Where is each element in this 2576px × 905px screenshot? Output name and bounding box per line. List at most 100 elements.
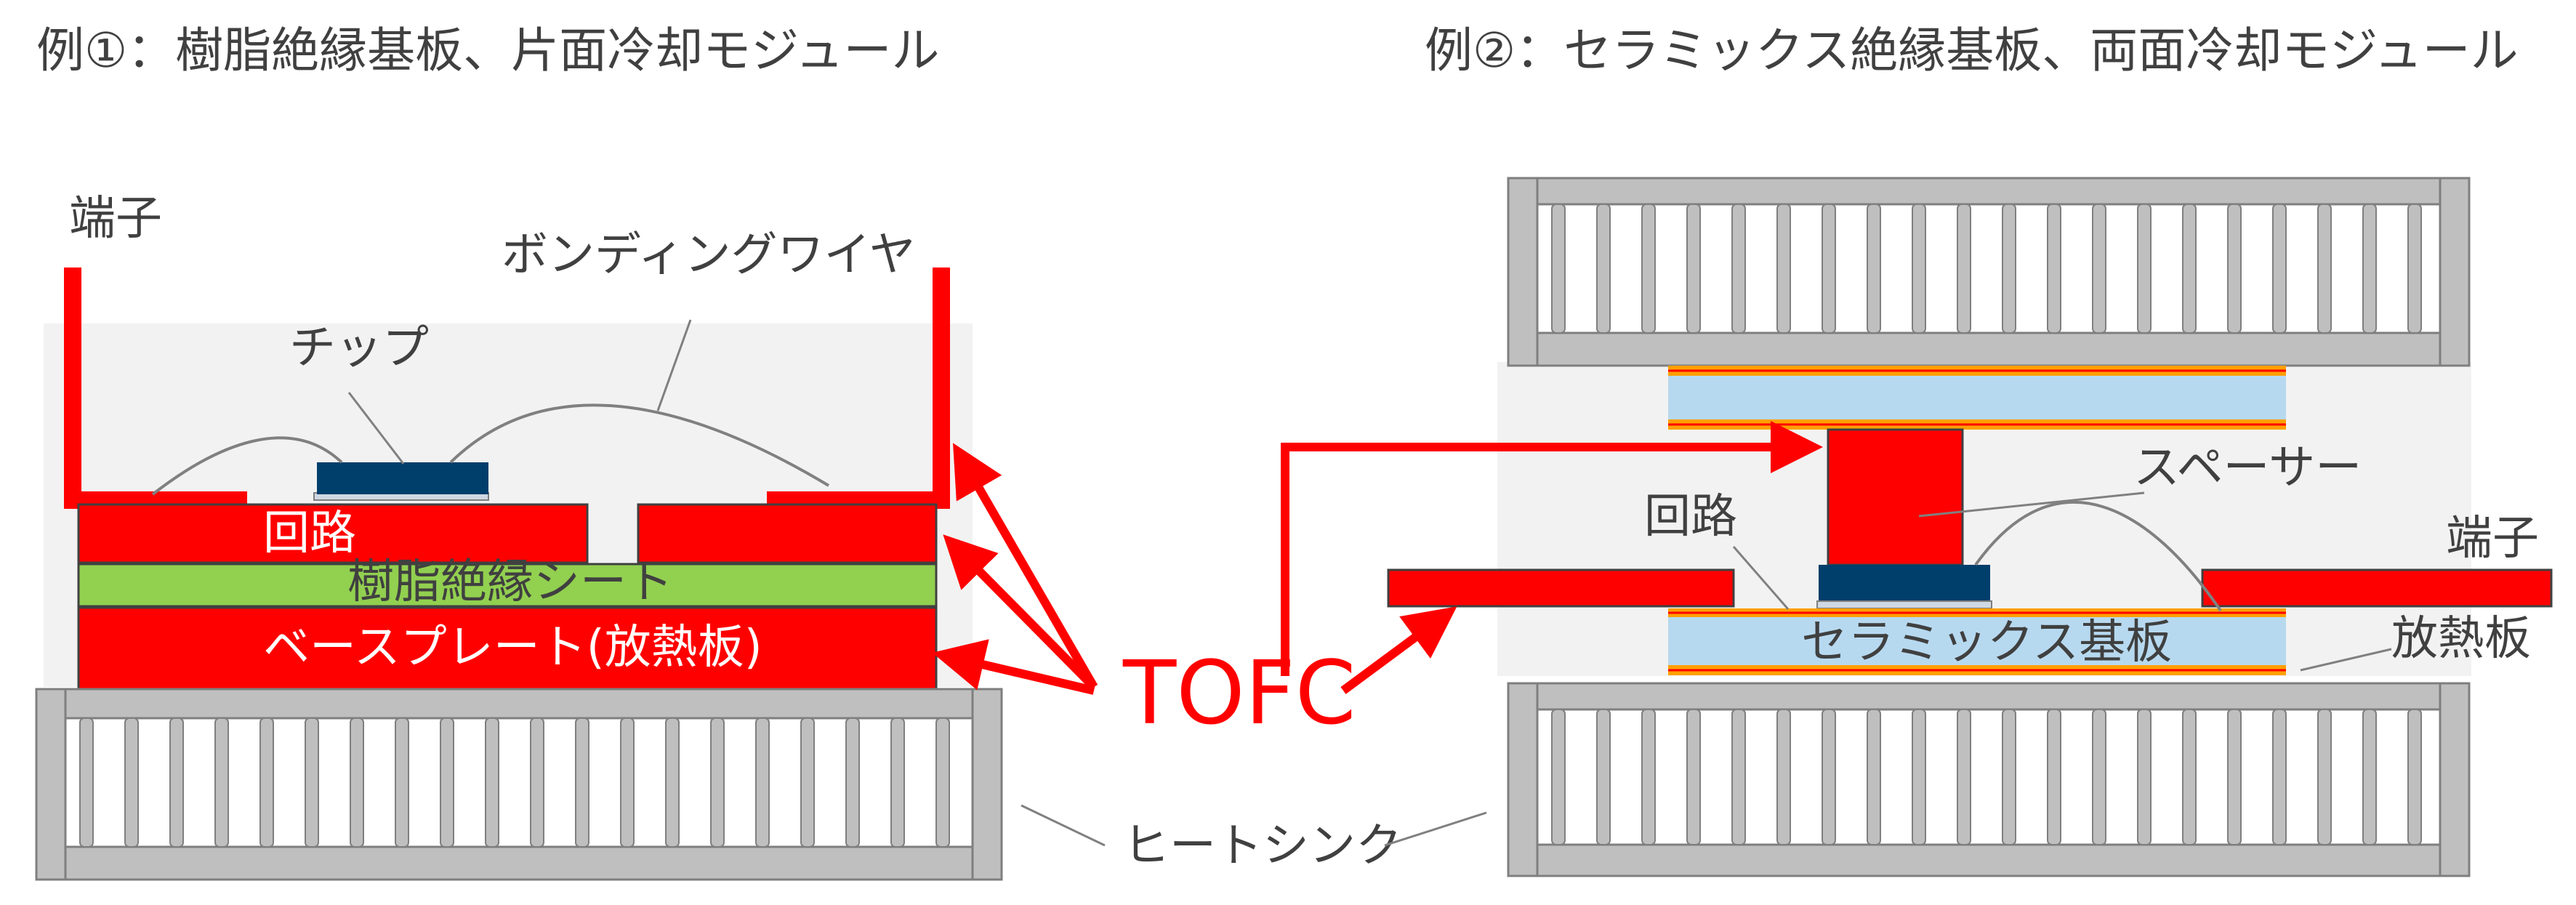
right-ceramic-label: セラミックス基板 — [1801, 616, 2172, 669]
left-heat-sink-bottom — [64, 845, 974, 881]
tofc-arrows — [932, 421, 1823, 695]
left-resin-sheet-label: 樹脂絶縁シート — [347, 555, 673, 609]
heat-sink-fin — [169, 717, 184, 848]
heat-sink-fin — [1776, 204, 1791, 334]
heat-sink-fin — [1867, 204, 1881, 334]
heat-sink-fin — [2362, 709, 2377, 845]
right-circuit-label: 回路 — [1644, 490, 1737, 544]
heat-sink-fin — [1641, 709, 1656, 845]
heat-sink-fin — [2227, 204, 2242, 334]
heat-sink-fin — [530, 717, 544, 848]
heat-sink-fin — [2182, 204, 2197, 334]
heat-sink-fin — [2407, 709, 2422, 845]
heat-sink-fin — [1596, 204, 1611, 334]
heat-sink-fin — [1822, 204, 1836, 334]
heat-sink-fin — [2362, 204, 2377, 334]
heat-sink-fin — [259, 717, 274, 848]
right-bottom-heat-sink-top — [1507, 682, 2471, 711]
left-chip-label: チップ — [289, 321, 429, 375]
left-bonding-wire-1 — [151, 436, 343, 496]
heat-sink-fin — [2137, 204, 2152, 334]
heat-sink-fin — [800, 717, 815, 848]
left-heat-sink-side-left — [35, 688, 67, 881]
left-bonding-wire-leader — [656, 319, 692, 411]
right-bottom-heat-sink-side-left — [1507, 682, 1539, 877]
left-chip — [317, 462, 488, 494]
right-top-ceramic — [1668, 376, 2286, 419]
heat-sink-fin — [2092, 204, 2106, 334]
heat-sink-fin — [1776, 709, 1791, 845]
heat-sink-fin — [2047, 204, 2061, 334]
heat-sink-fin — [1957, 709, 1971, 845]
right-terminal-left — [1387, 568, 1735, 608]
left-circuit-label: 回路 — [263, 507, 356, 560]
right-top-heat-sink-side-right — [2439, 177, 2471, 367]
title-right: 例②：セラミックス絶縁基板、両面冷却モジュール — [1425, 23, 2519, 79]
heat-sink-fin — [1551, 709, 1566, 845]
left-circuit-pad-2 — [637, 503, 938, 564]
left-heat-sink-fins — [79, 717, 950, 848]
heat-sink-fin — [395, 717, 409, 848]
heat-sink-label: ヒートシンク — [1123, 819, 1402, 873]
left-heat-sink-top — [35, 688, 1003, 720]
heat-sink-fin — [1912, 709, 1926, 845]
heat-sink-fin — [305, 717, 319, 848]
heat-sink-fin — [620, 717, 635, 848]
heat-sink-fin — [1957, 204, 1971, 334]
heat-sink-fin — [2317, 709, 2332, 845]
tofc-arrow-base-plate — [932, 639, 1095, 695]
right-spacer-label: スペーサー — [2133, 441, 2362, 495]
heat-sink-fin — [2272, 709, 2287, 845]
right-chip-solder — [1816, 600, 1992, 609]
left-resin-sheet — [77, 563, 938, 608]
right-module — [1387, 177, 2553, 877]
heat-sink-fin — [2407, 204, 2422, 334]
right-bottom-ceramic — [1668, 617, 2286, 665]
right-spacer — [1827, 428, 1964, 566]
heat-sink-fin — [2182, 709, 2197, 845]
left-chip-leader — [347, 392, 405, 464]
left-heat-sink-side-right — [971, 688, 1003, 881]
heat-sink-fin — [79, 717, 94, 848]
left-base-plate — [77, 606, 938, 691]
right-heat-spreader-label: 放熱板 — [2391, 612, 2531, 666]
heat-sink-fin — [710, 717, 725, 848]
heat-sink-fin — [2137, 709, 2152, 845]
heat-sink-fin — [935, 717, 950, 848]
left-bonding-wire-2 — [449, 403, 830, 487]
heat-sink-fin — [2047, 709, 2061, 845]
heat-sink-fin — [485, 717, 499, 848]
right-top-heat-sink-bottom — [1536, 331, 2442, 367]
heat-sink-fin — [755, 717, 770, 848]
heat-sink-fin — [350, 717, 364, 848]
tofc-arrow-spacer — [1281, 421, 1823, 676]
heat-sink-fin — [845, 717, 860, 848]
right-bottom-heat-sink-bottom — [1536, 843, 2442, 877]
heat-sink-leader-right — [1384, 811, 1487, 847]
heat-sink-fin — [1867, 709, 1881, 845]
heat-sink-fin — [2002, 204, 2016, 334]
left-circuit-pad-1 — [77, 503, 589, 564]
right-terminal-right — [2201, 568, 2553, 608]
heat-sink-fin — [575, 717, 589, 848]
left-base-plate-label: ベースプレート(放熱板) — [263, 621, 762, 675]
right-top-heat-sink-top — [1507, 177, 2471, 206]
right-top-heat-sink-fins — [1551, 204, 2422, 334]
heat-sink-leader-left — [1021, 804, 1106, 847]
right-circuit-leader — [1732, 546, 1790, 610]
left-terminal-left — [64, 268, 247, 509]
left-module — [35, 268, 1003, 881]
right-spacer-leader — [1918, 491, 2145, 518]
heat-sink-fin — [1731, 204, 1746, 334]
heat-sink-fin — [1596, 709, 1611, 845]
heat-sink-fin — [2272, 204, 2287, 334]
left-terminal-label: 端子 — [69, 192, 162, 246]
heat-sink-fin — [1641, 204, 1656, 334]
heat-sink-fin — [665, 717, 680, 848]
title-left: 例①：樹脂絶縁基板、片面冷却モジュール — [36, 23, 940, 79]
heat-sink-fin — [1551, 204, 1566, 334]
heat-sink-fin — [1731, 709, 1746, 845]
left-terminal-right — [767, 268, 950, 509]
right-top-heat-sink-side-left — [1507, 177, 1539, 367]
heat-sink-fin — [890, 717, 905, 848]
